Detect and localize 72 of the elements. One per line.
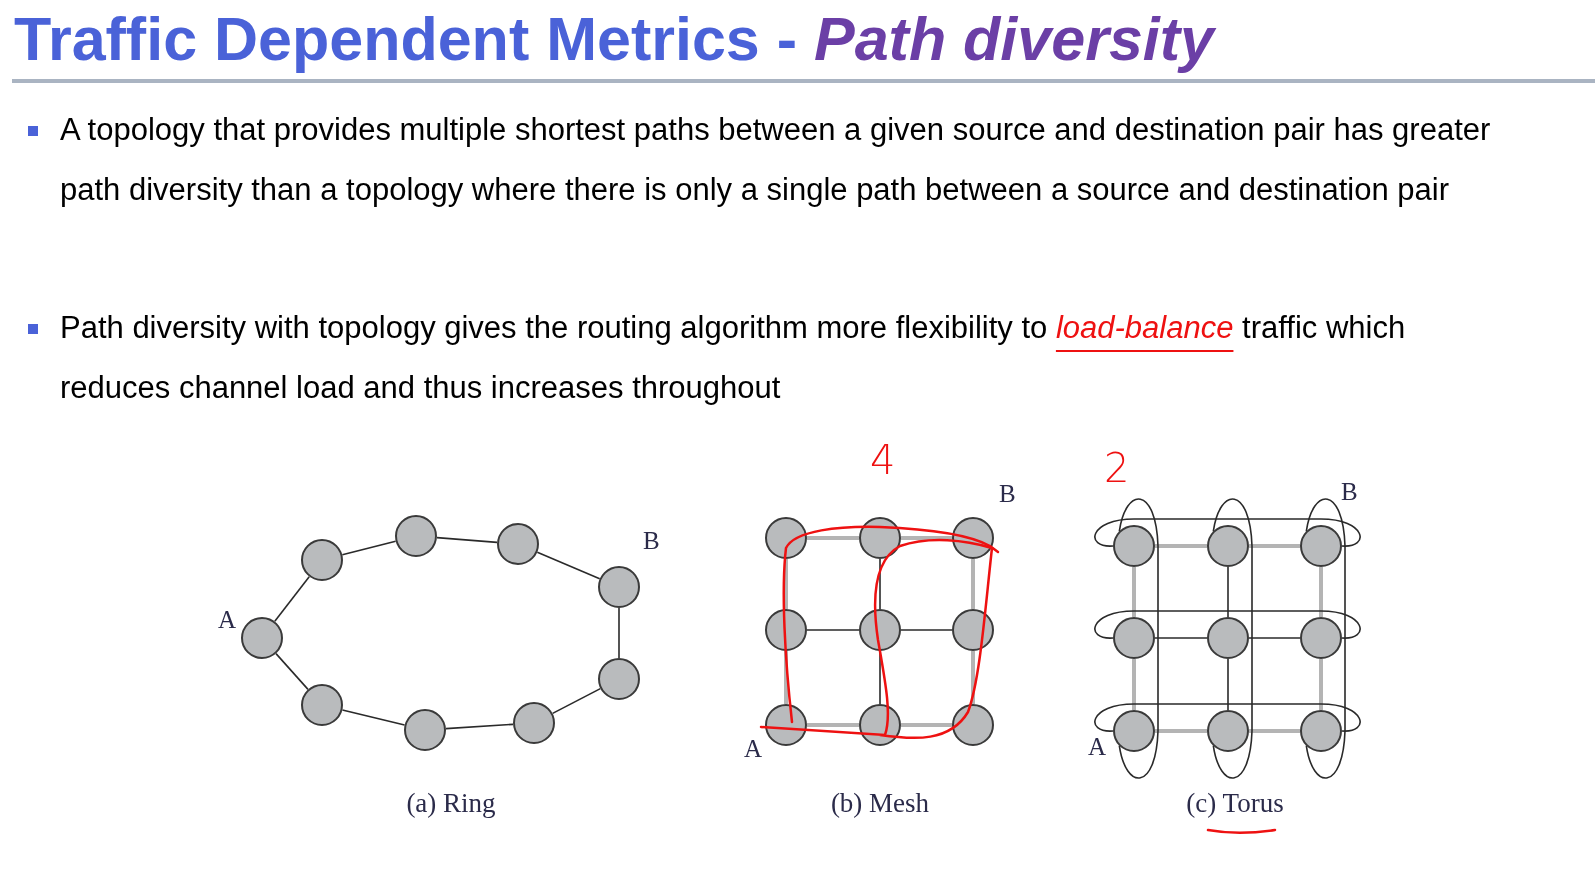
link-line xyxy=(1227,566,1229,618)
node-label: B xyxy=(643,528,660,554)
wraparound-link xyxy=(1212,498,1253,779)
handwritten-number: 2 xyxy=(1104,448,1130,488)
link-line xyxy=(551,687,602,715)
handwritten-number: 4 xyxy=(870,440,896,480)
node-circle xyxy=(404,709,446,751)
node-label: B xyxy=(999,481,1016,507)
link-line xyxy=(1319,567,1323,617)
node-circle xyxy=(765,517,807,559)
node-circle xyxy=(497,523,539,565)
node-circle xyxy=(598,658,640,700)
link-line xyxy=(341,540,397,556)
node-circle xyxy=(765,609,807,651)
link-line xyxy=(275,652,309,691)
link-line xyxy=(879,558,881,610)
bullet-text: Path diversity with topology gives the routing algorithm more flexibility to load-balance traffic which reduces channel load and thus increases throughout xyxy=(60,309,1407,407)
node-circle xyxy=(952,609,994,651)
link-line xyxy=(901,536,952,540)
link-line xyxy=(1319,659,1323,710)
wraparound-link xyxy=(1094,610,1361,639)
node-circle xyxy=(395,515,437,557)
link-line xyxy=(274,575,310,623)
link-line xyxy=(1155,544,1207,548)
node-circle xyxy=(952,704,994,746)
bullet-text: A topology that provides multiple shortest paths between a given source and destination pair has greater path diversity than a topology where there is only a single path between a source and destination pair xyxy=(60,111,1492,209)
link-line xyxy=(971,651,975,704)
link-line xyxy=(806,629,860,631)
link-line xyxy=(445,723,514,730)
node-circle xyxy=(1113,525,1155,567)
node-circle xyxy=(859,609,901,651)
link-line xyxy=(807,536,859,540)
link-line xyxy=(618,607,620,659)
link-line xyxy=(784,651,788,704)
node-circle xyxy=(859,517,901,559)
node-label: A xyxy=(744,736,763,762)
link-line xyxy=(971,559,975,609)
link-line xyxy=(900,629,953,631)
node-circle xyxy=(301,684,343,726)
wraparound-link xyxy=(1305,498,1346,779)
link-line xyxy=(784,559,788,609)
figure-caption: (b) Mesh xyxy=(830,788,930,818)
wraparound-link xyxy=(1118,498,1159,779)
link-line xyxy=(1132,567,1136,617)
node-circle xyxy=(513,702,555,744)
link-line xyxy=(536,551,601,580)
link-line xyxy=(1248,637,1301,639)
node-circle xyxy=(1113,617,1155,659)
node-circle xyxy=(1207,710,1249,752)
wraparound-link xyxy=(1094,703,1361,732)
link-line xyxy=(1132,659,1136,710)
node-circle xyxy=(1207,525,1249,567)
link-line xyxy=(1249,729,1300,733)
link-line xyxy=(901,723,952,727)
link-line xyxy=(1155,729,1207,733)
wraparound-link xyxy=(1094,518,1361,547)
link-line xyxy=(1154,637,1208,639)
link-line xyxy=(341,709,406,726)
figure-caption: (c) Torus xyxy=(1186,788,1284,818)
link-line xyxy=(436,536,498,544)
node-label: B xyxy=(1341,479,1358,505)
link-line xyxy=(807,723,859,727)
node-circle xyxy=(1300,617,1342,659)
node-label: A xyxy=(218,607,237,633)
node-label: A xyxy=(1088,734,1107,760)
node-circle xyxy=(301,539,343,581)
node-circle xyxy=(1207,617,1249,659)
link-line xyxy=(1249,544,1300,548)
node-circle xyxy=(1300,710,1342,752)
node-circle xyxy=(859,704,901,746)
link-line xyxy=(1227,658,1229,711)
figure-caption: (a) Ring xyxy=(406,788,496,818)
